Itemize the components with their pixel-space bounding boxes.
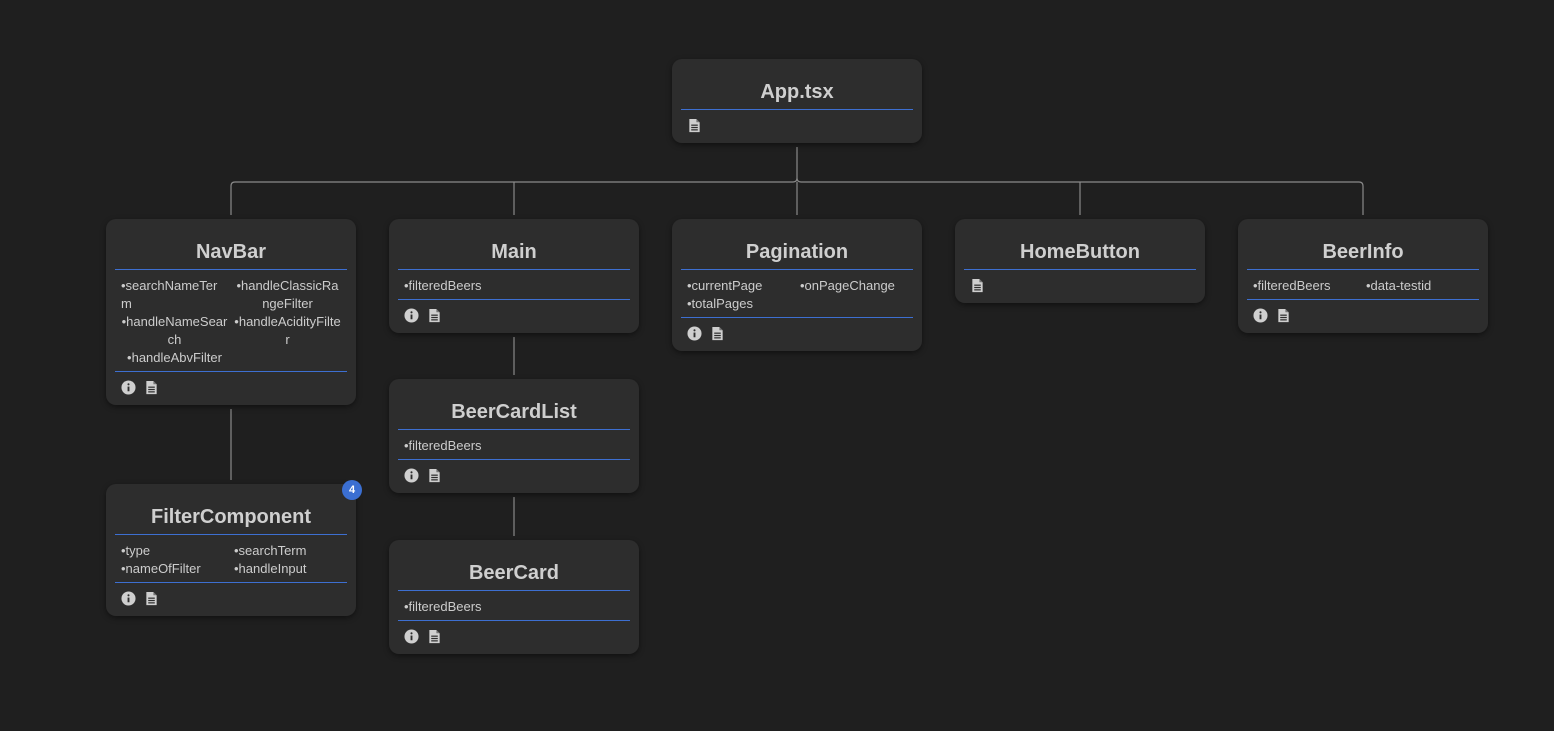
node-title: Main (398, 219, 630, 270)
node-homebutton[interactable]: HomeButton (955, 219, 1205, 303)
info-icon[interactable] (404, 629, 419, 644)
node-icons (398, 460, 630, 485)
props-list: •filteredBeers (398, 591, 630, 621)
node-title: BeerCard (398, 540, 630, 591)
info-icon[interactable] (121, 591, 136, 606)
connector-line (230, 181, 236, 215)
node-title: Pagination (681, 219, 913, 270)
props-list: •filteredBeers •data-testid (1247, 270, 1479, 300)
props-list: •filteredBeers (398, 430, 630, 460)
prop-item: •handleClassicRangeFilter (236, 278, 339, 311)
prop-item: •filteredBeers (404, 438, 482, 453)
node-title: App.tsx (681, 59, 913, 110)
prop-item: •handleAbvFilter (127, 350, 222, 365)
node-filtercomponent[interactable]: FilterComponent •type •searchTerm •nameOfF… (106, 480, 362, 616)
document-icon[interactable] (1276, 308, 1291, 323)
connector-line (792, 147, 802, 183)
prop-item: •filteredBeers (404, 599, 482, 614)
document-icon[interactable] (427, 308, 442, 323)
node-title: FilterComponent (115, 484, 347, 535)
info-icon[interactable] (121, 380, 136, 395)
info-icon[interactable] (687, 326, 702, 341)
node-pagination[interactable]: Pagination •currentPage •onPageChange •tot… (672, 219, 922, 351)
props-list: •filteredBeers (398, 270, 630, 300)
prop-item: •handleInput (234, 561, 307, 576)
node-app[interactable]: App.tsx (672, 59, 922, 143)
prop-item: •type (121, 543, 151, 558)
document-icon[interactable] (970, 278, 985, 293)
node-title: BeerInfo (1247, 219, 1479, 270)
props-list: •searchNameTerm •handleClassicRangeFilter… (115, 270, 347, 372)
document-icon[interactable] (710, 326, 725, 341)
prop-item: •filteredBeers (404, 278, 482, 293)
prop-item: •searchTerm (234, 543, 307, 558)
document-icon[interactable] (427, 468, 442, 483)
document-icon[interactable] (687, 118, 702, 133)
node-icons (964, 270, 1196, 295)
node-icons (681, 110, 913, 135)
props-list: •type •searchTerm •nameOfFilter •handleInpu… (115, 535, 347, 583)
prop-item: •totalPages (687, 296, 753, 311)
node-beercardlist[interactable]: BeerCardList •filteredBeers (389, 379, 639, 493)
node-title: HomeButton (964, 219, 1196, 270)
prop-item: •filteredBeers (1253, 278, 1331, 293)
document-icon[interactable] (144, 591, 159, 606)
info-icon[interactable] (404, 468, 419, 483)
node-icons (398, 621, 630, 646)
node-icons (398, 300, 630, 325)
node-icons (115, 583, 347, 608)
node-icons (681, 318, 913, 343)
prop-item: •nameOfFilter (121, 561, 201, 576)
prop-item: •onPageChange (800, 278, 895, 293)
prop-item: •currentPage (687, 278, 763, 293)
node-beercard[interactable]: BeerCard •filteredBeers (389, 540, 639, 654)
prop-item: •handleNameSearch (121, 314, 228, 347)
props-list: •currentPage •onPageChange •totalPages (681, 270, 913, 318)
document-icon[interactable] (144, 380, 159, 395)
node-main[interactable]: Main •filteredBeers (389, 219, 639, 333)
node-icons (115, 372, 347, 397)
connector-line (1358, 181, 1364, 215)
node-title: BeerCardList (398, 379, 630, 430)
node-icons (1247, 300, 1479, 325)
node-navbar[interactable]: NavBar •searchNameTerm •handleClassicRang… (106, 219, 356, 405)
info-icon[interactable] (404, 308, 419, 323)
prop-item: •data-testid (1366, 278, 1432, 293)
document-icon[interactable] (427, 629, 442, 644)
info-icon[interactable] (1253, 308, 1268, 323)
prop-item: •handleAcidityFilter (234, 314, 341, 347)
count-badge[interactable]: 4 (342, 480, 362, 500)
node-title: NavBar (115, 219, 347, 270)
prop-item: •searchNameTerm (121, 278, 218, 311)
node-beerinfo[interactable]: BeerInfo •filteredBeers •data-testid (1238, 219, 1488, 333)
